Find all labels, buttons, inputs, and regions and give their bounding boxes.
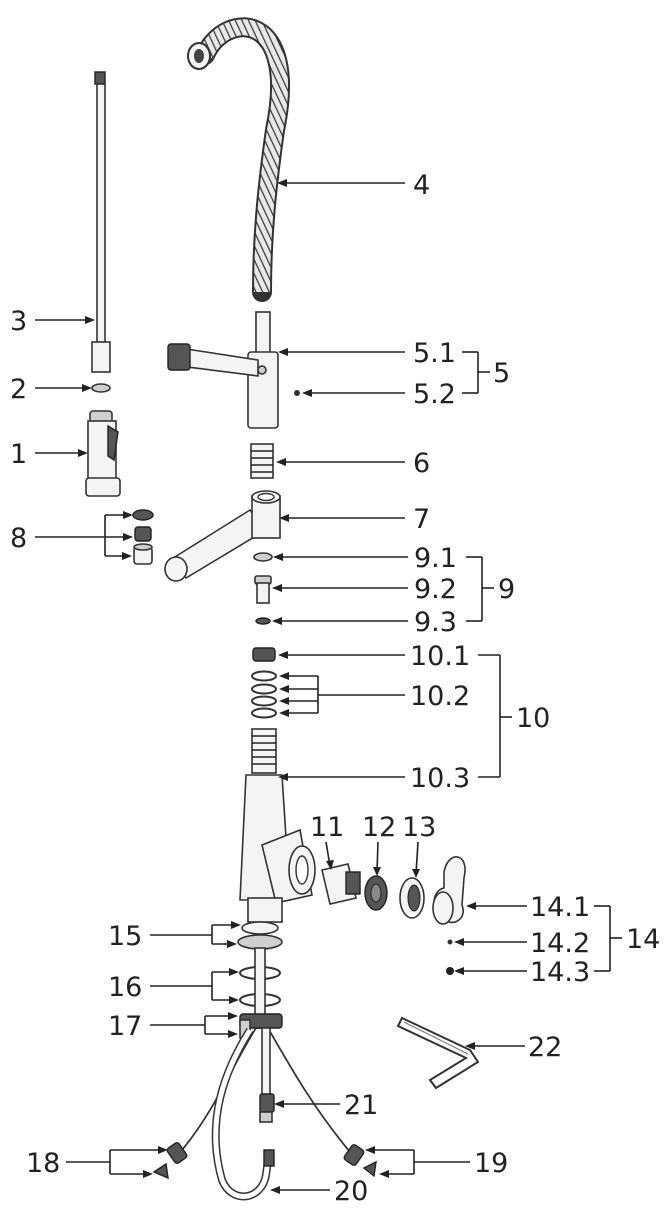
- nut-10-1-part: [252, 647, 276, 662]
- lever-handle-14-1-part: [432, 856, 466, 925]
- o-ring-9-3-part: [255, 617, 271, 625]
- label-1: 1: [10, 439, 27, 470]
- label-9-2: 9.2: [414, 574, 457, 605]
- label-14: 14: [626, 924, 660, 955]
- label-3: 3: [10, 306, 27, 337]
- label-9-1: 9.1: [414, 543, 457, 574]
- spring-hose-part: [187, 17, 290, 302]
- hose-end-18-part: [152, 1142, 188, 1180]
- leader-lines: [35, 179, 622, 1194]
- spout-handle-part: [167, 311, 279, 429]
- label-9-3: 9.3: [414, 607, 457, 638]
- washer-part: [91, 383, 111, 393]
- label-9: 9: [498, 574, 515, 605]
- label-5-1: 5.1: [413, 338, 456, 369]
- cartridge-11-part: [321, 863, 361, 905]
- cap-13-part: [399, 877, 425, 919]
- label-10-1: 10.1: [410, 641, 470, 672]
- threaded-insert-part: [250, 443, 274, 479]
- label-2: 2: [10, 374, 27, 405]
- label-14-1: 14.1: [530, 892, 590, 923]
- label-17: 17: [108, 1011, 142, 1042]
- label-19: 19: [474, 1148, 508, 1179]
- label-21: 21: [344, 1090, 378, 1121]
- label-7: 7: [413, 504, 430, 535]
- connector-body-part: [85, 410, 121, 497]
- label-10: 10: [516, 703, 550, 734]
- label-5-2: 5.2: [413, 379, 456, 410]
- filter-12-part: [364, 875, 388, 911]
- o-ring-9-1-part: [253, 552, 273, 562]
- label-13: 13: [402, 812, 436, 843]
- label-18: 18: [26, 1148, 60, 1179]
- part-labels: 4 3 2 1 8 5.1 5.2 5 6 7 9.1 9.2 9.3 9 10…: [10, 170, 660, 1207]
- set-screw-part: [294, 390, 300, 396]
- label-15: 15: [108, 921, 142, 952]
- label-6: 6: [413, 448, 430, 479]
- pullout-hose-20-part: [211, 1027, 275, 1201]
- hose-end-19-part: [343, 1144, 377, 1178]
- washers-15-part: [237, 921, 283, 950]
- label-5: 5: [493, 358, 510, 389]
- label-10-2: 10.2: [410, 681, 470, 712]
- label-16: 16: [108, 972, 142, 1003]
- supply-tube-part: [91, 71, 111, 373]
- label-11: 11: [310, 812, 344, 843]
- mounting-nut-17-part: [239, 1013, 283, 1039]
- label-20: 20: [334, 1176, 368, 1207]
- faucet-body-part: [239, 728, 316, 923]
- o-rings-10-2-part: [251, 670, 277, 719]
- hex-key-22-part: [396, 1016, 480, 1090]
- fitting-set-part: [132, 509, 154, 565]
- label-8: 8: [10, 523, 27, 554]
- label-12: 12: [362, 812, 396, 843]
- label-10-3: 10.3: [410, 763, 470, 794]
- label-22: 22: [528, 1032, 562, 1063]
- spout-part: [164, 490, 281, 582]
- label-4: 4: [413, 170, 430, 201]
- cartridge-9-2-part: [254, 575, 272, 604]
- label-14-3: 14.3: [530, 957, 590, 988]
- label-14-2: 14.2: [530, 928, 590, 959]
- screw-14-2-part: [447, 939, 453, 945]
- cap-14-3-part: [446, 967, 454, 975]
- hose-connector-21-part: [259, 1027, 275, 1123]
